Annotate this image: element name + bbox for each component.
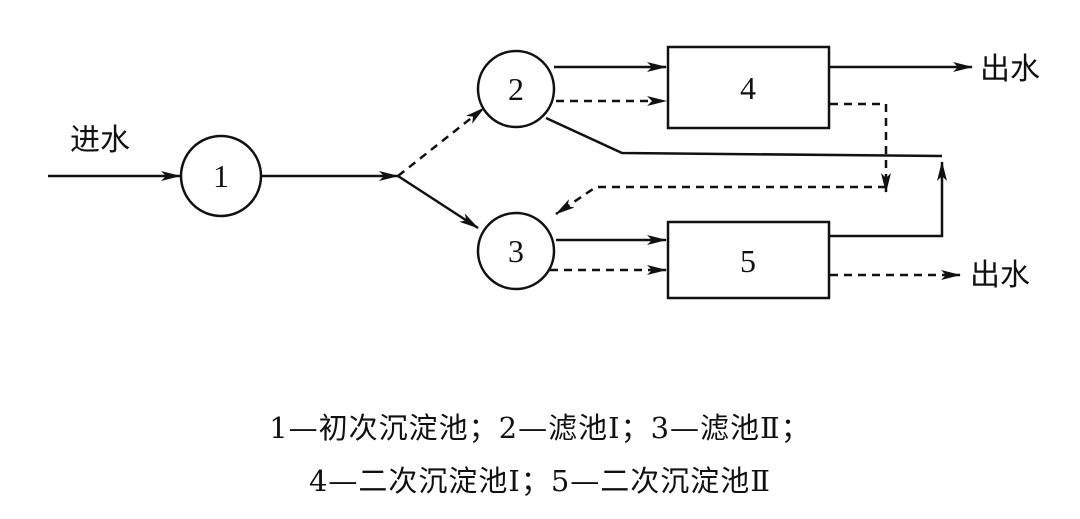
node-5-box — [666, 220, 831, 300]
node-3-label: 3 — [508, 233, 524, 269]
dashed-junction-to-2 — [397, 107, 485, 177]
dashed-return-from-4 — [830, 102, 891, 193]
node-1-circle — [179, 134, 263, 218]
outlet-label-bottom: 出水 — [970, 258, 1030, 293]
legend-line-1: 1—初次沉淀池；2—滤池Ⅰ；3—滤池Ⅱ； — [269, 411, 811, 445]
node-2-label: 2 — [508, 71, 524, 107]
node-2-circle — [476, 49, 556, 129]
node-4-box — [666, 45, 831, 130]
node-3-circle — [476, 211, 556, 291]
inlet-label: 进水 — [70, 123, 130, 158]
outlet-label-top: 出水 — [980, 52, 1040, 87]
line-junction-to-3 — [397, 174, 479, 230]
node-5-label: 5 — [740, 243, 756, 279]
line-2-bypass — [545, 116, 943, 158]
flow-diagram: 进水 出水 出水 1 2 3 4 5 — [48, 45, 1040, 300]
line-5-return — [830, 161, 947, 238]
legend-line-2: 4—二次沉淀池Ⅰ；5—二次沉淀池Ⅱ — [308, 464, 772, 498]
node-1-label: 1 — [213, 158, 229, 194]
dashed-return-to-3 — [555, 185, 886, 216]
node-4-label: 4 — [740, 70, 756, 106]
